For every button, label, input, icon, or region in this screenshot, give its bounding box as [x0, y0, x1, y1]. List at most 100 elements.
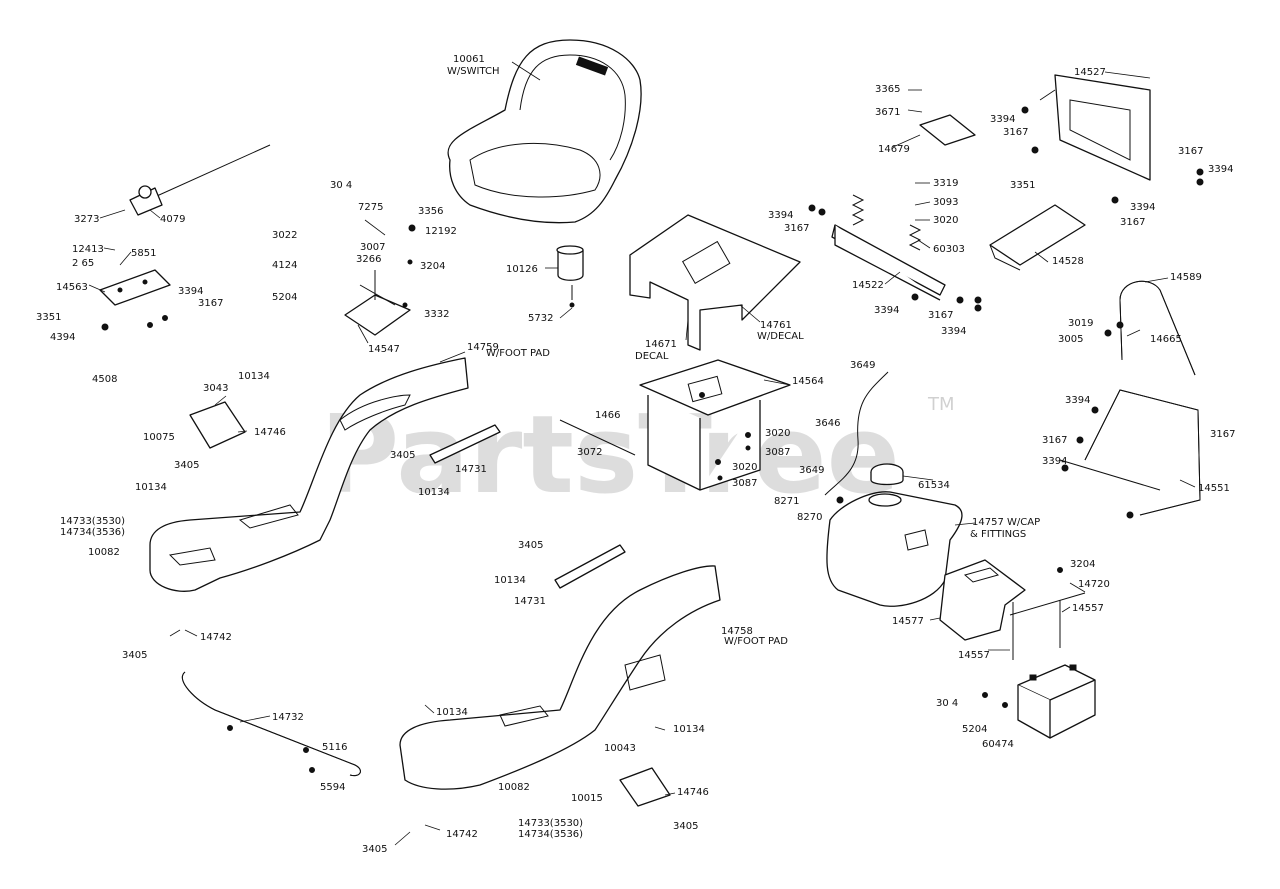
callout-label: 14665: [1150, 334, 1182, 345]
strap-14731-lower-part[interactable]: [554, 544, 626, 589]
callout-label: 3087: [765, 447, 790, 458]
callout-label: 3019: [1068, 318, 1093, 329]
callout-label: 3072: [577, 447, 602, 458]
callout-label: 3167: [784, 223, 809, 234]
callout-labels: 10061 W/SWITCH 10126 5732 14671 DECAL 14…: [36, 54, 1235, 855]
callout-label: 10134: [436, 707, 468, 718]
callout-label: 14742: [446, 829, 478, 840]
callout-label: 3204: [420, 261, 445, 272]
callout-label: 3266: [356, 254, 381, 265]
callout-label: 14759: [467, 342, 499, 353]
callout-label: 3405: [390, 450, 415, 461]
seat-bracket-part[interactable]: [831, 224, 946, 301]
callout-label: DECAL: [635, 351, 669, 362]
roll-bar-part[interactable]: [1119, 280, 1196, 376]
callout-label: 3020: [765, 428, 790, 439]
callout-label: 1466: [595, 410, 620, 421]
control-cable-part[interactable]: [129, 144, 271, 216]
roll-bar-frame-part[interactable]: [1059, 389, 1201, 516]
rear-bracket-part[interactable]: [989, 204, 1086, 271]
left-foot-pad-fender-part[interactable]: [149, 357, 469, 592]
spring-part[interactable]: [851, 194, 922, 251]
callout-label: 14577: [892, 616, 924, 627]
fuel-tank-part[interactable]: [826, 491, 963, 607]
callout-label: 3204: [1070, 559, 1095, 570]
battery-part[interactable]: [1017, 664, 1096, 739]
callout-label: 3351: [1010, 180, 1035, 191]
callout-label: 3646: [815, 418, 840, 429]
callout-label: 10134: [135, 482, 167, 493]
battery-tray-part[interactable]: [639, 359, 791, 491]
callout-label: 3007: [360, 242, 385, 253]
callout-label: 10126: [506, 264, 538, 275]
callout-label: 3394: [768, 210, 793, 221]
callout-label: W/DECAL: [757, 331, 804, 342]
tank-cover-part[interactable]: [939, 559, 1026, 641]
callout-label: 14522: [852, 280, 884, 291]
battery-hold-down-part[interactable]: [1009, 592, 1086, 660]
callout-label: 3087: [732, 478, 757, 489]
seat-pan-part[interactable]: [629, 214, 801, 351]
seat-part[interactable]: [447, 39, 642, 224]
callout-label: 14734(3536): [60, 527, 125, 538]
leader-lines: [88, 61, 1196, 846]
callout-label: 3394: [1208, 164, 1233, 175]
callout-label: 14679: [878, 144, 910, 155]
callout-label: 3319: [933, 178, 958, 189]
callout-label: 3394: [1065, 395, 1090, 406]
floor-plate-left-part[interactable]: [189, 401, 246, 449]
callout-label: 3394: [178, 286, 203, 297]
callout-label: 3394: [1042, 456, 1067, 467]
callout-label: 3022: [272, 230, 297, 241]
bumper-part[interactable]: [182, 671, 361, 777]
callout-label: 14733(3530): [518, 818, 583, 829]
callout-label: 14746: [254, 427, 286, 438]
fuel-line-part[interactable]: [824, 371, 889, 496]
seat-switch-part[interactable]: [556, 245, 584, 300]
callout-label: 14528: [1052, 256, 1084, 267]
callout-label: 14527: [1074, 67, 1106, 78]
callout-label: 14671: [645, 339, 677, 350]
callout-label: 3649: [799, 465, 824, 476]
callout-label: 10134: [673, 724, 705, 735]
callout-label: 5732: [528, 313, 553, 324]
callout-label: 3167: [1003, 127, 1028, 138]
callout-label: 14742: [200, 632, 232, 643]
callout-label: 8270: [797, 512, 822, 523]
callout-label: 4079: [160, 214, 185, 225]
right-foot-pad-fender-part[interactable]: [399, 565, 721, 790]
callout-label: W/SWITCH: [447, 66, 499, 77]
callout-label: 3167: [198, 298, 223, 309]
callout-label: 3167: [1042, 435, 1067, 446]
floor-plate-right-part[interactable]: [619, 767, 671, 807]
callout-label: W/FOOT PAD: [724, 636, 788, 647]
callout-label: 3332: [424, 309, 449, 320]
callout-label: 5594: [320, 782, 345, 793]
callout-label: 14547: [368, 344, 400, 355]
callout-label: 3093: [933, 197, 958, 208]
callout-label: 10061: [453, 54, 485, 65]
callout-label: 3394: [874, 305, 899, 316]
mount-bracket-part[interactable]: [344, 270, 411, 336]
callout-label: 14557: [958, 650, 990, 661]
callout-label: 3356: [418, 206, 443, 217]
callout-label: 5851: [131, 248, 156, 259]
strap-14731-upper-part[interactable]: [429, 424, 501, 464]
callout-label: 14589: [1170, 272, 1202, 283]
callout-label: 14758: [721, 626, 753, 637]
callout-label: 3405: [673, 821, 698, 832]
throttle-plate-part[interactable]: [99, 269, 171, 306]
callout-label: 3394: [941, 326, 966, 337]
callout-label: 3043: [203, 383, 228, 394]
fuel-cap-part[interactable]: [870, 463, 904, 486]
rod-1466-part[interactable]: [559, 419, 636, 456]
plate-part[interactable]: [919, 114, 976, 146]
rear-panel-part[interactable]: [1054, 74, 1151, 181]
callout-label: 3351: [36, 312, 61, 323]
callout-label: W/FOOT PAD: [486, 348, 550, 359]
callout-label: 14746: [677, 787, 709, 798]
callout-label: 10075: [143, 432, 175, 443]
callout-label: 10134: [238, 371, 270, 382]
callout-label: 3167: [928, 310, 953, 321]
